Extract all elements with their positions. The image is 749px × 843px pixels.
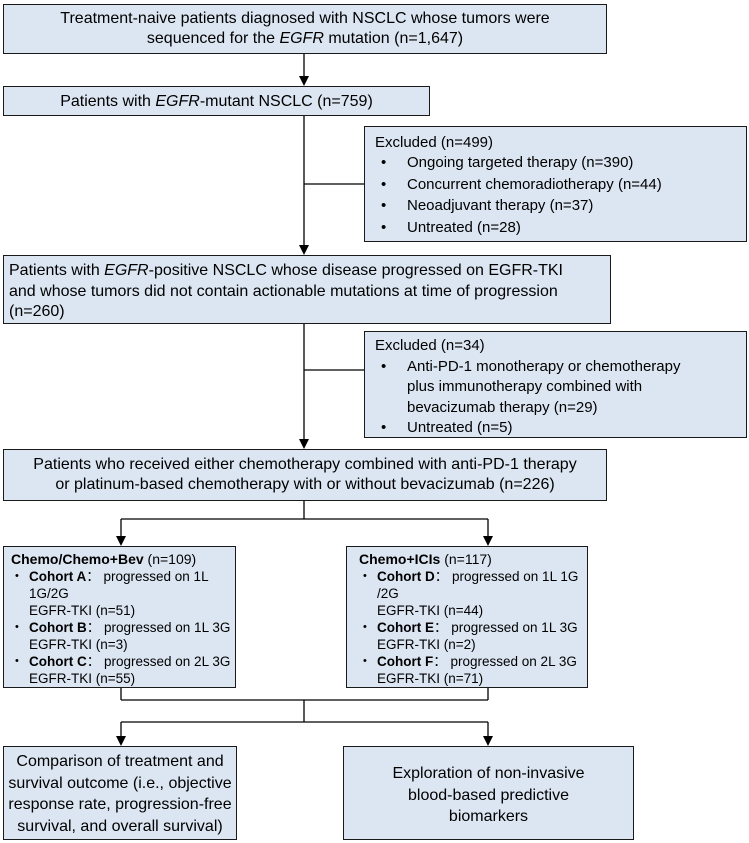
box-initial-line1: Treatment-naive patients diagnosed with …: [60, 10, 550, 27]
cohort-b-item: Cohort B： progressed on 1L 3G EGFR-TKI (…: [11, 619, 235, 653]
box-progressed-line1: Patients with EGFR-positive NSCLC whose …: [9, 262, 563, 279]
outcome-left-line: survival outcome (i.e., objective: [8, 774, 232, 792]
box-treatment-line2: or platinum-based chemotherapy with or w…: [55, 476, 555, 493]
chemo-ici-title: Chemo+ICIs (n=117): [359, 551, 492, 567]
outcome-right-line: blood-based predictive: [408, 786, 569, 804]
box-progressed-line2: and whose tumors did not contain actiona…: [9, 282, 558, 300]
cohort-e-item: Cohort E： progressed on 1L 3G EGFR-TKI (…: [359, 619, 587, 653]
excluded-2-item: Untreated (n=5): [375, 418, 746, 439]
box-outcome-biomarkers: Exploration of non-invasive blood-based …: [343, 746, 634, 840]
outcome-left-line: survival, and overall survival): [17, 817, 223, 835]
box-initial-cohort: Treatment-naive patients diagnosed with …: [3, 4, 607, 54]
outcome-right-line: biomarkers: [448, 808, 529, 825]
cohort-f-item: Cohort F： progressed on 2L 3G EGFR-TKI (…: [359, 653, 587, 687]
box-treatment-line1: Patients who received either chemotherap…: [33, 456, 577, 473]
box-excluded-1: Excluded (n=499) Ongoing targeted therap…: [364, 126, 747, 242]
cohort-a-item: Cohort A： progressed on 1L 1G/2G EGFR-TK…: [11, 568, 235, 619]
box-progressed-line3: (n=260): [9, 303, 65, 320]
box-chemo-bev-group: Chemo/Chemo+Bev (n=109) Cohort A： progre…: [3, 546, 236, 688]
box-excluded-2: Excluded (n=34) Anti-PD-1 monotherapy or…: [364, 331, 747, 438]
excluded-2-title: Excluded (n=34): [375, 337, 485, 354]
outcome-right-line: Exploration of non-invasive: [392, 765, 585, 782]
outcome-left-line: Comparison of treatment and: [16, 753, 224, 770]
excluded-1-item: Neoadjuvant therapy (n=37): [375, 195, 746, 217]
excluded-1-item: Concurrent chemoradiotherapy (n=44): [375, 174, 746, 196]
excluded-1-item: Ongoing targeted therapy (n=390): [375, 152, 746, 174]
excluded-1-item: Untreated (n=28): [375, 217, 746, 239]
box-chemo-ici-group: Chemo+ICIs (n=117) Cohort D： progressed …: [346, 546, 588, 688]
cohort-c-item: Cohort C： progressed on 2L 3G EGFR-TKI (…: [11, 653, 235, 687]
outcome-left-line: response rate, progression-free: [8, 796, 232, 813]
box-treatment-received: Patients who received either chemotherap…: [3, 449, 607, 501]
box-egfr-mutant: Patients with EGFR-mutant NSCLC (n=759): [3, 86, 430, 116]
excluded-2-item: Anti-PD-1 monotherapy or chemotherapy pl…: [375, 357, 746, 419]
excluded-1-title: Excluded (n=499): [375, 134, 493, 151]
cohort-d-item: Cohort D： progressed on 1L 1G /2G EGFR-T…: [359, 568, 587, 619]
box-progressed-on-tki: Patients with EGFR-positive NSCLC whose …: [3, 255, 611, 324]
chemo-bev-title: Chemo/Chemo+Bev (n=109): [11, 551, 197, 567]
box-initial-line2: sequenced for the EGFR mutation (n=1,647…: [146, 30, 464, 47]
box-outcome-comparison: Comparison of treatment and survival out…: [3, 746, 237, 840]
